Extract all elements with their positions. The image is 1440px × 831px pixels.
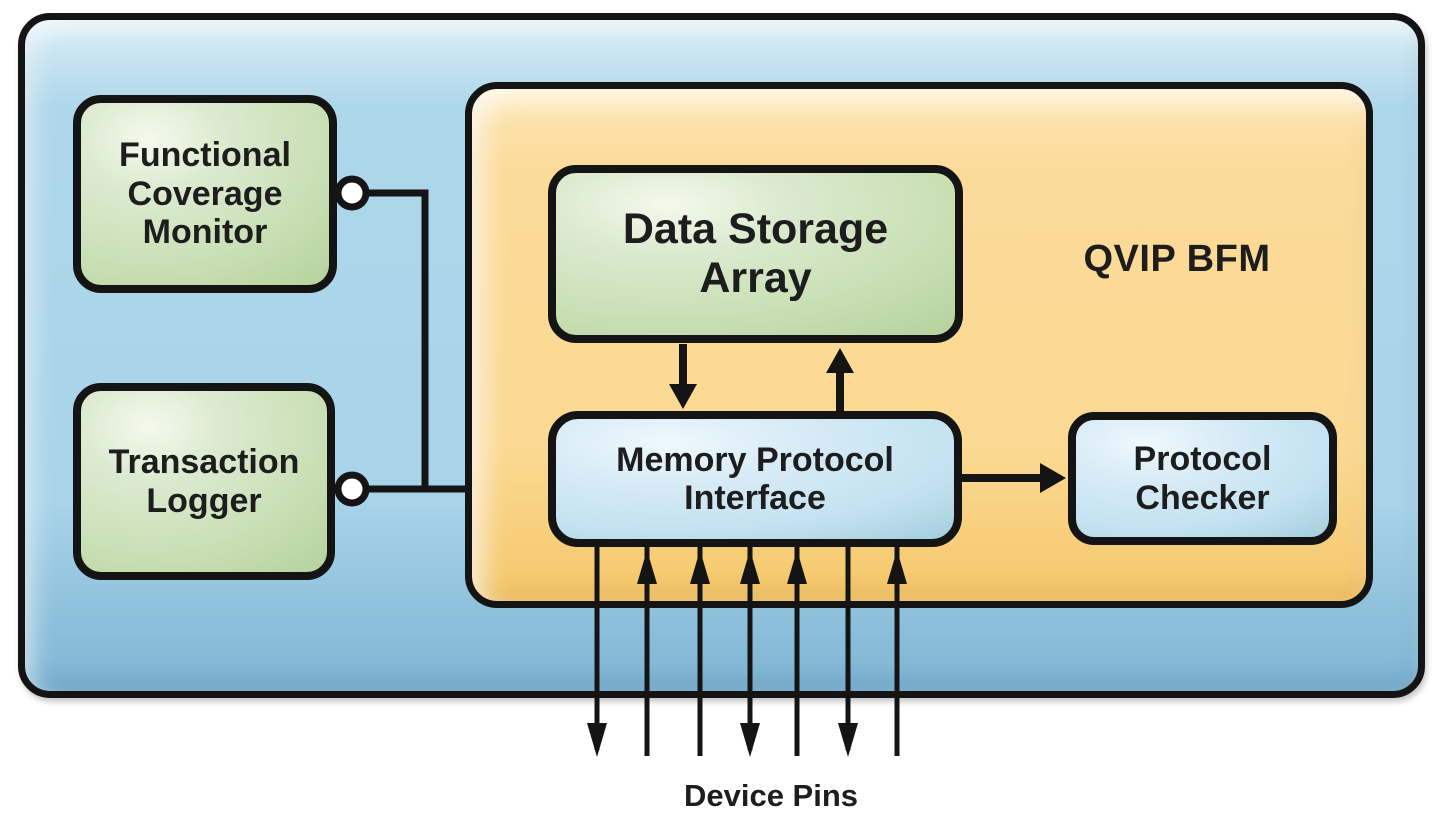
data-storage-array-box: Data Storage Array <box>548 165 963 343</box>
device-pins-label: Device Pins <box>683 778 859 813</box>
functional-coverage-monitor-box: Functional Coverage Monitor <box>73 95 337 293</box>
protocol-checker-label: Protocol Checker <box>1133 440 1272 517</box>
protocol-checker-box: Protocol Checker <box>1068 412 1337 545</box>
qvip-bfm-label: QVIP BFM <box>1083 238 1271 280</box>
memory-protocol-interface-label: Memory Protocol Interface <box>616 440 894 517</box>
functional-coverage-monitor-label: Functional Coverage Monitor <box>119 136 291 252</box>
transaction-logger-box: Transaction Logger <box>73 383 335 580</box>
pin-down-arrowhead-6 <box>838 723 858 757</box>
transaction-logger-label: Transaction Logger <box>108 443 300 520</box>
memory-protocol-interface-box: Memory Protocol Interface <box>548 411 962 547</box>
data-storage-array-label: Data Storage Array <box>622 205 889 302</box>
pin-down-arrowhead-1 <box>587 723 607 757</box>
pin-down-arrowhead-4 <box>740 723 760 757</box>
